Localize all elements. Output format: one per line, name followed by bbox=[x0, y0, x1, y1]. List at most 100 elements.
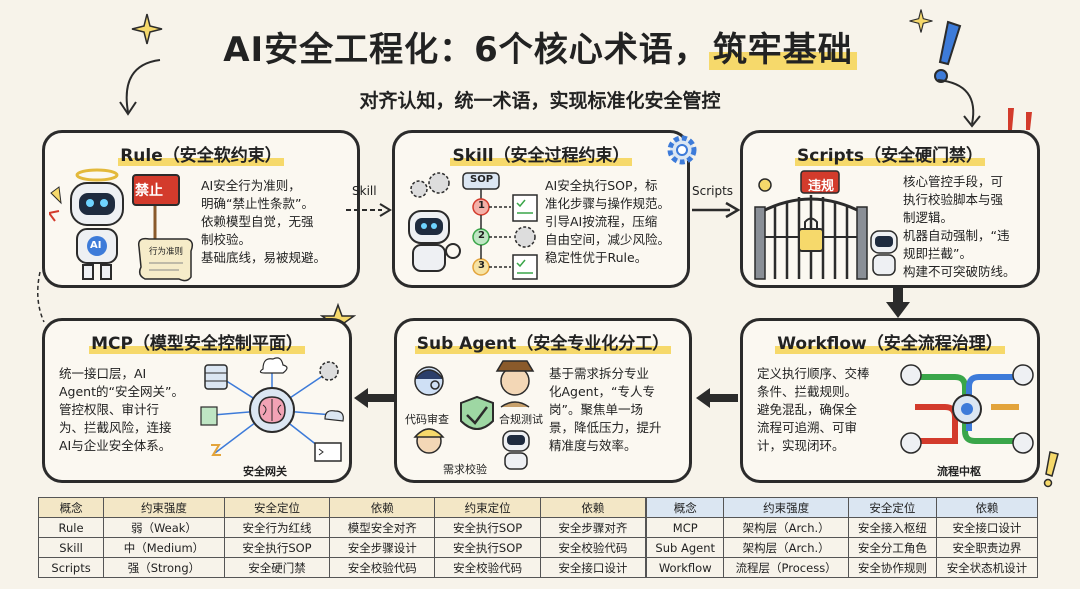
table-cell: 架构层（Arch.） bbox=[723, 537, 849, 558]
step-1: 1 bbox=[478, 200, 485, 211]
arrow-label-scripts: Scripts bbox=[692, 184, 734, 198]
table-header: 依赖 bbox=[935, 497, 1039, 518]
table-cell: 安全步骤对齐 bbox=[539, 517, 647, 538]
table-cell: 安全硬门禁 bbox=[223, 557, 331, 578]
table-cell: MCP bbox=[645, 517, 725, 538]
table-cell: 安全执行SOP bbox=[223, 537, 331, 558]
hub-caption: 流程中枢 bbox=[937, 465, 981, 478]
table-cell: 安全接入枢纽 bbox=[847, 517, 937, 538]
arrow-left bbox=[696, 388, 738, 408]
card-title: Sub Agent（安全专业化分工） bbox=[414, 334, 672, 354]
table-cell: 模型安全对齐 bbox=[329, 517, 436, 538]
card-skill: Skill（安全过程约束） SOP 1 2 3 AI安全执行SOP，标准化步骤与… bbox=[392, 130, 697, 288]
table-row: MCP 架构层（Arch.） 安全接入枢纽 安全接口设计 bbox=[645, 517, 1039, 538]
table-cell: Workflow bbox=[645, 557, 725, 578]
exclamation-icon bbox=[934, 20, 962, 83]
step-2: 2 bbox=[478, 230, 485, 241]
violation-sign-label: 违规 bbox=[808, 179, 835, 194]
exclamation-icon bbox=[1043, 451, 1059, 488]
table-header-row: 概念 约束强度 安全定位 依赖 bbox=[645, 497, 1039, 518]
table-header-row: 概念 约束强度 安全定位 依赖 约束定位 依赖 bbox=[37, 497, 647, 518]
table-header: 概念 bbox=[645, 497, 725, 518]
table-cell: 安全状态机设计 bbox=[935, 557, 1039, 578]
sparkle-icon bbox=[909, 9, 933, 33]
comparison-table-1: 概念 约束强度 安全定位 依赖 约束定位 依赖 Rule 弱（Weak） 安全行… bbox=[37, 497, 647, 578]
role-code-review: 代码审查 bbox=[405, 413, 449, 426]
table-cell: 安全校验代码 bbox=[329, 557, 436, 578]
table-cell: 安全校验代码 bbox=[539, 537, 647, 558]
arrow-left bbox=[354, 388, 394, 408]
card-description: 核心管控手段，可执行校验脚本与强制逻辑。机器自动强制，“违规即拦截”。构建不可突… bbox=[903, 174, 1016, 279]
table-cell: Skill bbox=[37, 537, 105, 558]
table-cell: 安全分工角色 bbox=[847, 537, 937, 558]
table-header: 依赖 bbox=[539, 497, 647, 518]
curve-arrow-icon bbox=[937, 79, 981, 128]
page-title: AI安全工程化：6个核心术语，筑牢基础 bbox=[0, 22, 1080, 71]
gateway-caption: 安全网关 bbox=[243, 465, 287, 478]
table-header: 约束强度 bbox=[103, 497, 225, 518]
role-requirement-check: 需求校验 bbox=[443, 463, 487, 476]
step-3: 3 bbox=[478, 260, 485, 271]
table-cell: 架构层（Arch.） bbox=[723, 517, 849, 538]
table-row: Workflow 流程层（Process） 安全协作规则 安全状态机设计 bbox=[645, 557, 1039, 578]
scroll-label: 行为准则 bbox=[149, 247, 184, 257]
role-compliance-test: 合规测试 bbox=[499, 413, 543, 426]
table-cell: Scripts bbox=[37, 557, 105, 578]
table-header: 安全定位 bbox=[847, 497, 937, 518]
table-header: 约束定位 bbox=[434, 497, 541, 518]
title-main: AI安全工程化：6个核心术语， bbox=[223, 30, 709, 70]
table-header: 约束强度 bbox=[723, 497, 849, 518]
card-description: AI安全行为准则，明确“禁止性条款”。依赖模型自觉，无强制校验。基础底线，易被规… bbox=[201, 178, 327, 265]
table-cell: 安全步骤设计 bbox=[329, 537, 436, 558]
table-row: Sub Agent 架构层（Arch.） 安全分工角色 安全职责边界 bbox=[645, 537, 1039, 558]
table-header: 安全定位 bbox=[223, 497, 331, 518]
sparkle-icon bbox=[131, 13, 163, 45]
dashed-arrow bbox=[346, 203, 392, 217]
card-scripts: Scripts（安全硬门禁） 违规 核心管控手段，可执行校验脚本与强制逻辑。机器… bbox=[740, 130, 1040, 288]
robot-sop-illustration bbox=[408, 172, 538, 280]
robot-halo-illustration bbox=[49, 168, 194, 282]
page-subtitle: 对齐认知，统一术语，实现标准化安全管控 bbox=[359, 90, 721, 112]
arrow-right bbox=[692, 201, 740, 219]
table-row: Rule 弱（Weak） 安全行为红线 模型安全对齐 安全执行SOP 安全步骤对… bbox=[37, 517, 647, 538]
table-cell: 流程层（Process） bbox=[723, 557, 849, 578]
table-header: 依赖 bbox=[329, 497, 436, 518]
table-cell: 安全行为红线 bbox=[223, 517, 331, 538]
brain-hub-illustration bbox=[200, 357, 344, 462]
table-cell: 安全校验代码 bbox=[434, 557, 541, 578]
agents-illustration bbox=[413, 360, 535, 470]
card-description: 定义执行顺序、交棒条件、拦截规则。避免混乱，确保全流程可追溯、可审计，实现闭环。 bbox=[757, 366, 870, 453]
table-cell: 中（Medium） bbox=[103, 537, 225, 558]
arrow-down bbox=[886, 286, 910, 318]
table-cell: Rule bbox=[37, 517, 105, 538]
table-header: 概念 bbox=[37, 497, 105, 518]
card-subagent: Sub Agent（安全专业化分工） 代码审查 合规测试 需求校验 基于需求拆分… bbox=[394, 318, 692, 483]
card-title: Scripts（安全硬门禁） bbox=[795, 146, 985, 166]
table-cell: 安全接口设计 bbox=[539, 557, 647, 578]
table-row: Scripts 强（Strong） 安全硬门禁 安全校验代码 安全校验代码 安全… bbox=[37, 557, 647, 578]
card-rule: Rule（安全软约束） 禁止 AI 行为准则 AI安全行为准则，明确“禁止性条款… bbox=[42, 130, 360, 288]
robot-chest-label: AI bbox=[90, 240, 102, 251]
card-workflow: Workflow（安全流程治理） 定义执行顺序、交棒条件、拦截规则。避免混乱，确… bbox=[740, 318, 1040, 483]
arrow-label-skill: Skill bbox=[352, 184, 377, 198]
table-cell: 安全职责边界 bbox=[935, 537, 1039, 558]
table-cell: 强（Strong） bbox=[103, 557, 225, 578]
card-title: Skill（安全过程约束） bbox=[450, 146, 632, 166]
card-title: Workflow（安全流程治理） bbox=[775, 334, 1005, 354]
table-cell: Sub Agent bbox=[645, 537, 725, 558]
table-cell: 安全协作规则 bbox=[847, 557, 937, 578]
table-cell: 弱（Weak） bbox=[103, 517, 225, 538]
gear-icon bbox=[667, 135, 697, 165]
table-row: Skill 中（Medium） 安全执行SOP 安全步骤设计 安全执行SOP 安… bbox=[37, 537, 647, 558]
sop-label: SOP bbox=[470, 174, 494, 185]
card-title: Rule（安全软约束） bbox=[118, 146, 284, 166]
workflow-hub-illustration bbox=[900, 364, 1034, 454]
card-description: 基于需求拆分专业化Agent，“专人专岗”。聚焦单一场景，降低压力，提升精准度与… bbox=[549, 366, 662, 453]
table-cell: 安全执行SOP bbox=[434, 517, 541, 538]
comparison-table-2: 概念 约束强度 安全定位 依赖 MCP 架构层（Arch.） 安全接入枢纽 安全… bbox=[645, 497, 1039, 578]
curve-arrow-icon bbox=[119, 59, 161, 116]
table-cell: 安全执行SOP bbox=[434, 537, 541, 558]
card-title: MCP（模型安全控制平面） bbox=[89, 334, 305, 354]
